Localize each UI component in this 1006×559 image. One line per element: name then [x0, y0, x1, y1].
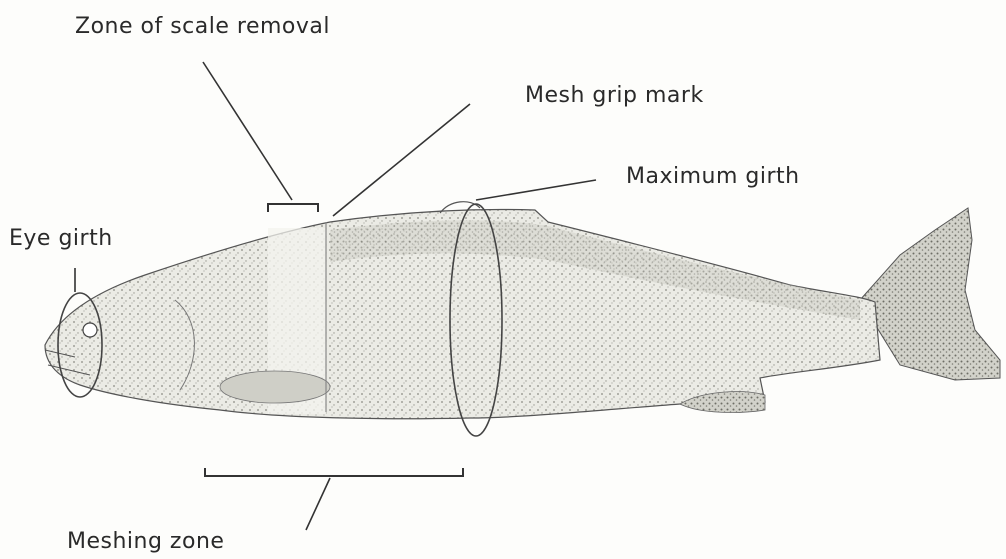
label-eye-girth: Eye girth — [9, 226, 113, 251]
scale-removal-leader — [203, 62, 292, 200]
eye — [83, 323, 97, 337]
mesh-grip-leader — [333, 104, 470, 216]
label-maximum-girth: Maximum girth — [626, 164, 800, 189]
label-meshing-zone: Meshing zone — [67, 529, 224, 554]
label-zone-of-scale-removal: Zone of scale removal — [75, 14, 330, 39]
label-mesh-grip-mark: Mesh grip mark — [525, 83, 704, 108]
maximum-girth-leader — [476, 180, 596, 200]
scale-removal-bracket — [268, 204, 318, 212]
tail-fin — [860, 208, 1000, 380]
pectoral-fin — [220, 371, 330, 403]
meshing-zone-bracket — [205, 468, 463, 476]
meshing-zone-leader — [306, 478, 330, 530]
